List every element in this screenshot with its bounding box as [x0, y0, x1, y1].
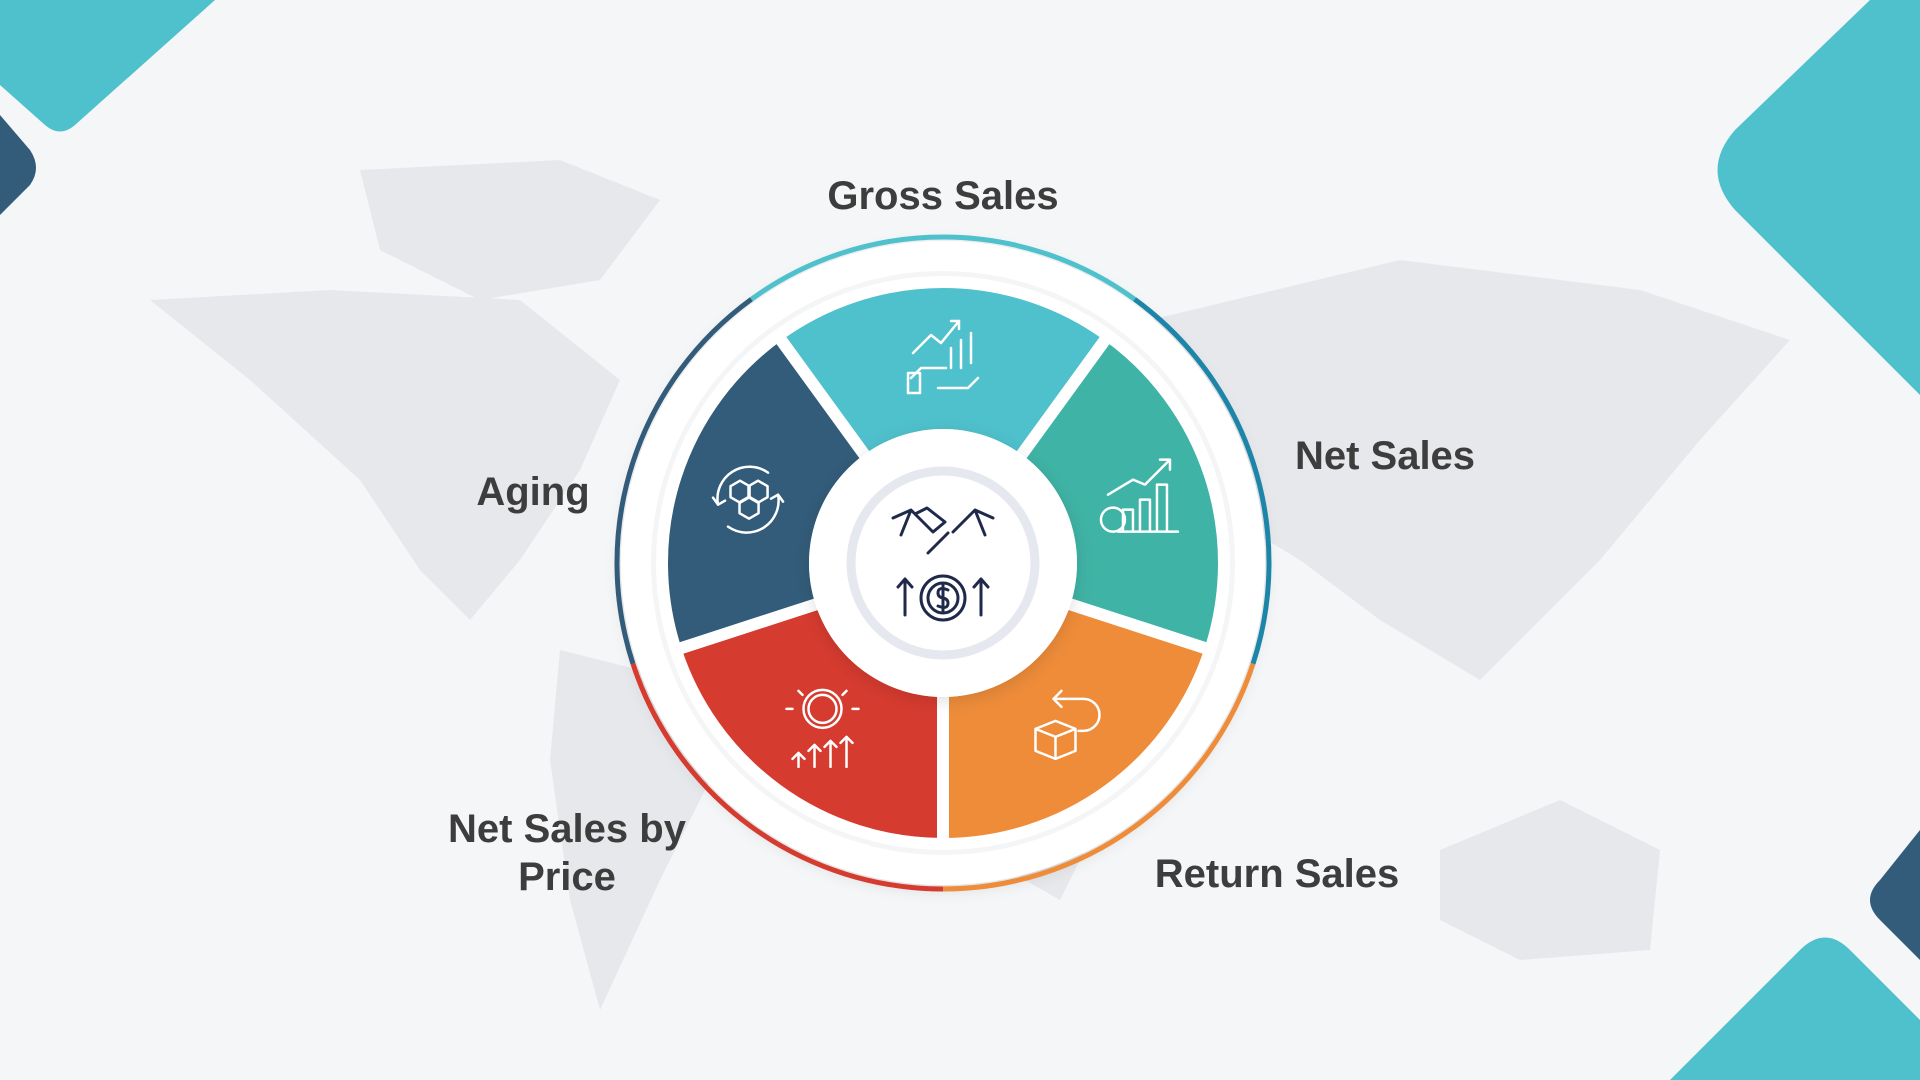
- outer-ring-arc-4: [614, 297, 753, 665]
- label-aging: Aging: [476, 470, 590, 514]
- dollar-arrows-up-icon: [785, 688, 860, 769]
- label-gross-sales: Gross Sales: [827, 174, 1059, 218]
- outer-ring-arc-0: [749, 234, 1137, 302]
- corner-decoration-top-left: [0, 0, 215, 215]
- label-net-sales-by-price: Net Sales by Price: [448, 807, 686, 899]
- corner-decoration-bottom-right: [1670, 830, 1920, 1080]
- label-net-sales: Net Sales: [1294, 434, 1476, 478]
- segment-wheel: [614, 234, 1272, 892]
- growth-chart-hand-icon: [906, 319, 980, 395]
- corner-decoration-top-right: [1717, 0, 1920, 395]
- label-return-sales: Return Sales: [1154, 852, 1400, 896]
- hexagon-cycle-icon: [711, 465, 785, 534]
- handshake-dollar-icon: [891, 506, 995, 622]
- center-ring: [846, 466, 1040, 660]
- outer-ring-arc-2: [942, 662, 1256, 892]
- bar-chart-dollar-icon: [1099, 458, 1180, 533]
- outer-ring-arc-3: [630, 662, 944, 892]
- box-return-icon: [1034, 689, 1101, 761]
- outer-ring-arc-1: [1133, 297, 1272, 665]
